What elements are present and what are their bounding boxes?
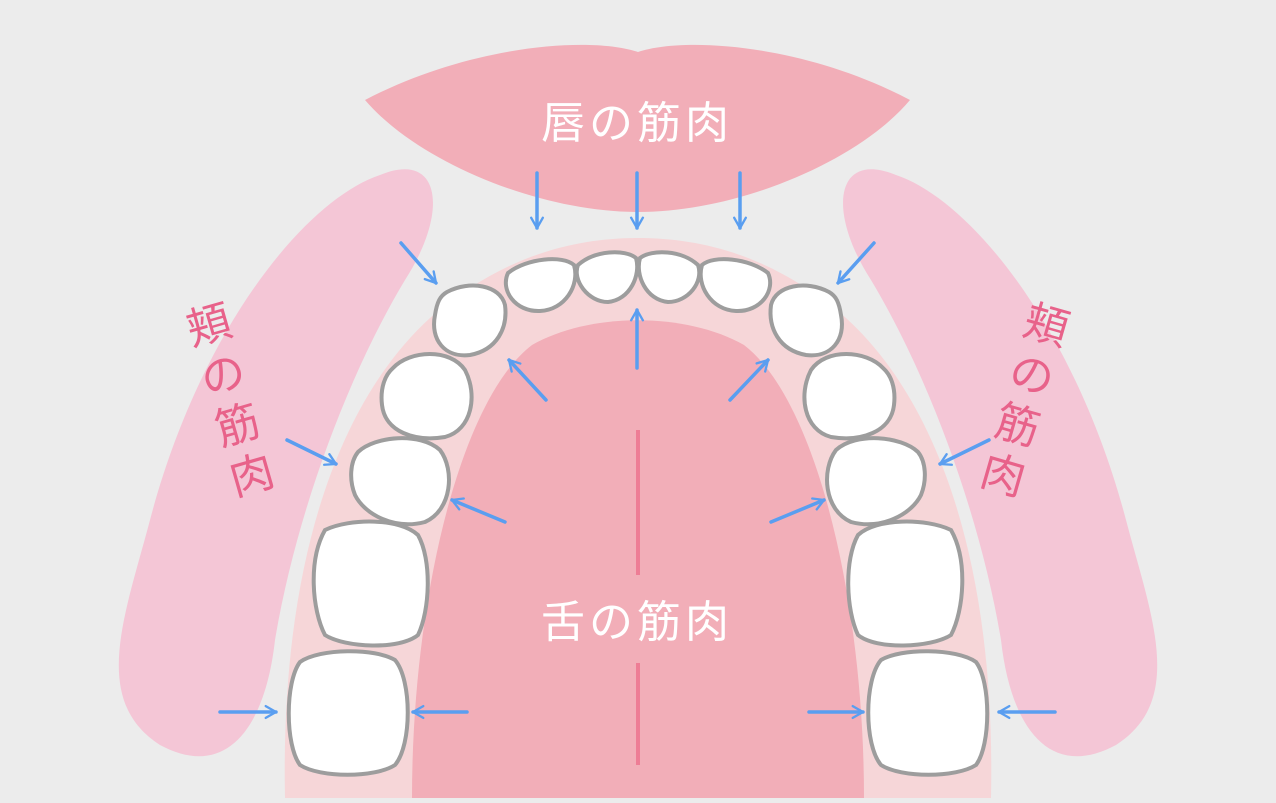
arrow-tongue-right-upper <box>728 358 770 402</box>
cheek-right <box>843 169 1158 757</box>
tooth-canine-left <box>432 283 508 358</box>
tooth-molar-2-left <box>286 649 410 777</box>
tooth-lateral-incisor-left <box>503 257 578 314</box>
tooth-canine-right <box>768 283 844 358</box>
tooth-central-incisor-right <box>636 250 702 305</box>
force-arrows <box>218 171 1057 720</box>
teeth <box>286 250 990 777</box>
tooth-molar-1-left <box>311 519 430 648</box>
arrow-cheek-left-middle <box>285 438 338 466</box>
lip-muscle-label: 唇の筋肉 <box>541 98 733 149</box>
arrow-cheek-right-upper <box>836 241 876 285</box>
tooth-molar-1-right <box>846 519 965 648</box>
tooth-central-incisor-left <box>574 250 640 305</box>
tooth-premolar-2-left <box>349 436 451 527</box>
cheek-left <box>118 169 433 757</box>
arrow-cheek-right-middle <box>938 438 991 466</box>
tooth-lateral-incisor-right <box>698 257 773 314</box>
tooth-premolar-2-right <box>825 436 927 527</box>
tongue-muscle-label: 舌の筋肉 <box>541 597 733 648</box>
tooth-premolar-1-right <box>802 352 897 441</box>
arrow-tongue-left-middle <box>450 497 507 524</box>
arrow-tongue-right-middle <box>769 497 826 524</box>
arrow-tongue-left-upper <box>507 358 548 402</box>
tooth-premolar-1-left <box>379 352 474 441</box>
arrow-cheek-left-upper <box>399 241 438 285</box>
lip <box>365 44 910 212</box>
tooth-molar-2-right <box>866 649 990 777</box>
